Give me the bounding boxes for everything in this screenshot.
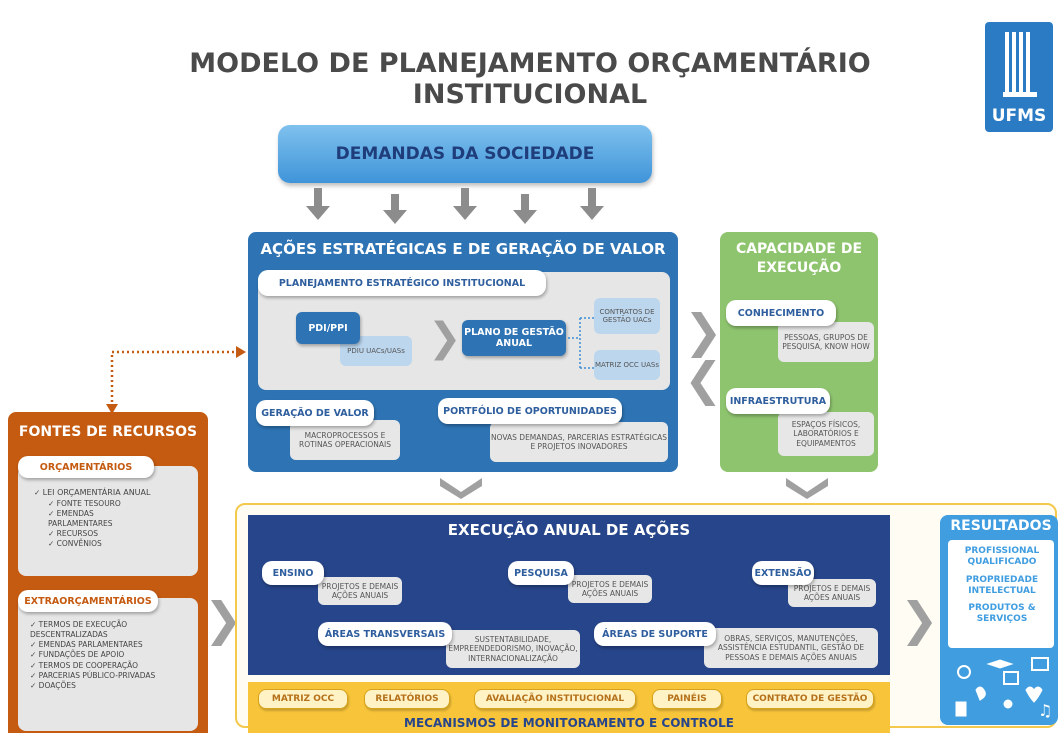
resultado-item: PRODUTOS & SERVIÇOS: [968, 603, 1036, 625]
espacos-box: ESPAÇOS FÍSICOS, LABORATÓRIOS E EQUIPAME…: [778, 412, 874, 456]
execucao-title: EXECUÇÃO ANUAL DE AÇÕES: [447, 521, 691, 539]
extensao-desc: PROJETOS E DEMAIS AÇÕES ANUAIS: [788, 579, 876, 607]
graduation-cap-icon: [986, 659, 1014, 669]
list-item: ✓ PARCERIAS PÚBLICO-PRIVADAS: [30, 670, 156, 680]
logo-text: UFMS: [991, 106, 1047, 126]
list-item: ✓ EMENDAS PARLAMENTARES: [48, 508, 113, 529]
extraorcamentarios-label: EXTRAORÇAMENTÁRIOS: [18, 590, 158, 612]
list-item-text: TERMOS DE COOPERAÇÃO: [38, 660, 138, 670]
runner-icon: [1003, 699, 1013, 709]
loa-text: LEI ORÇAMENTÁRIA ANUAL: [42, 488, 151, 497]
chevron-right-icon: ❯: [900, 592, 939, 646]
resultado-item: PROPRIEDADE INTELECTUAL: [965, 574, 1039, 596]
suporte-desc: OBRAS, SERVIÇOS, MANUTENÇÕES, ASSISTÊNCI…: [704, 628, 878, 668]
resultados-title: RESULTADOS: [950, 518, 1052, 534]
pesquisa-desc: PROJETOS E DEMAIS AÇÕES ANUAIS: [568, 575, 652, 603]
music-note-icon: ♫: [1038, 701, 1052, 720]
page-title: MODELO DE PLANEJAMENTO ORÇAMENTÁRIO INST…: [189, 48, 871, 110]
fontes-title: FONTES DE RECURSOS: [18, 424, 198, 440]
conhecimento-label: CONHECIMENTO: [726, 300, 836, 326]
capacidade-title-line2: EXECUÇÃO: [756, 259, 842, 276]
mecanismo-paineis: PAINÉIS: [652, 689, 722, 709]
ensino-desc: PROJETOS E DEMAIS AÇÕES ANUAIS: [318, 577, 402, 605]
list-item-text: CONVÊNIOS: [56, 539, 102, 549]
pesquisa-label: PESQUISA: [508, 561, 574, 585]
extraorcamentarios-panel: ✓ TERMOS DE EXECUÇÃO DESCENTRALIZADAS ✓ …: [18, 598, 198, 731]
chevron-left-icon: ❮: [684, 352, 723, 406]
list-item-text: FUNDAÇÕES DE APOIO: [38, 650, 125, 660]
list-item-text: TERMOS DE EXECUÇÃO DESCENTRALIZADAS: [30, 620, 128, 640]
resultados-list-box: [948, 540, 1054, 648]
list-item: ✓ FUNDAÇÕES DE APOIO: [30, 650, 125, 660]
list-item-text: EMENDAS PARLAMENTARES: [38, 640, 143, 650]
extensao-label: EXTENSÃO: [752, 561, 814, 585]
down-arrows: [306, 188, 604, 224]
list-item: ✓ EMENDAS PARLAMENTARES: [30, 640, 143, 650]
capacidade-title: CAPACIDADE DE EXECUÇÃO: [720, 240, 878, 278]
infraestrutura-label: INFRAESTRUTURA: [726, 388, 830, 414]
list-item-text: EMENDAS PARLAMENTARES: [48, 508, 113, 529]
planejamento-label: PLANEJAMENTO ESTRATÉGICO INSTITUCIONAL: [258, 270, 546, 296]
list-item-text: DOAÇÕES: [38, 680, 76, 690]
loa-item: ✓ LEI ORÇAMENTÁRIA ANUAL: [34, 488, 151, 497]
chevron-down-icon: [786, 478, 828, 499]
acoes-title: AÇÕES ESTRATÉGICAS E DE GERAÇÃO DE VALOR: [260, 240, 666, 258]
dotted-bracket: [568, 317, 596, 369]
transversais-desc: SUSTENTABILIDADE, EMPREENDEDORISMO, INOV…: [446, 630, 580, 668]
list-item: ✓ CONVÊNIOS: [48, 539, 102, 549]
dotted-connector: [106, 346, 246, 414]
mecanismos-title: MECANISMOS DE MONITORAMENTO E CONTROLE: [404, 716, 734, 730]
resultados-icons: ♫: [955, 657, 1052, 720]
mecanismo-avaliacao: AVALIAÇÃO INSTITUCIONAL: [474, 689, 636, 709]
atom-icon: [957, 665, 971, 679]
transversais-label: ÁREAS TRANSVERSAIS: [318, 622, 452, 646]
chevron-down-icon: [440, 478, 482, 499]
easel-icon: [1003, 671, 1019, 685]
contratos-box: CONTRATOS DE GESTÃO UACs: [594, 298, 660, 334]
ensino-label: ENSINO: [262, 561, 324, 585]
list-item: ✓ FONTE TESOURO: [48, 498, 121, 508]
orcamentarios-list: ✓ LEI ORÇAMENTÁRIA ANUAL ✓ FONTE TESOURO…: [34, 488, 154, 549]
geracao-valor-label: GERAÇÃO DE VALOR: [256, 400, 374, 426]
pessoas-box: PESSOAS, GRUPOS DE PESQUISA, KNOW HOW: [778, 322, 874, 362]
building-icon: [1003, 32, 1037, 97]
chevron-right-icon: ❯: [684, 304, 723, 358]
list-item-text: PARCERIAS PÚBLICO-PRIVADAS: [38, 670, 156, 680]
portfolio-label: PORTFÓLIO DE OPORTUNIDADES: [438, 398, 622, 424]
novas-demandas-box: NOVAS DEMANDAS, PARCERIAS ESTRATÉGICAS E…: [490, 422, 668, 462]
mecanismo-contrato: CONTRATO DE GESTÃO: [746, 689, 874, 709]
orcamentarios-label: ORÇAMENTÁRIOS: [18, 456, 154, 478]
matriz-occ-uas-box: MATRIZ OCC UASs: [594, 350, 660, 380]
resultado-item: PROFISSIONAL QUALIFICADO: [964, 546, 1040, 568]
battery-icon: [955, 701, 967, 717]
list-item: ✓ TERMOS DE EXECUÇÃO DESCENTRALIZADAS: [30, 620, 128, 640]
pdi-box: PDI/PPI: [296, 312, 360, 344]
capacidade-title-line1: CAPACIDADE DE: [735, 241, 863, 257]
demandas-box: DEMANDAS DA SOCIEDADE: [278, 125, 652, 183]
extra-list: ✓ TERMOS DE EXECUÇÃO DESCENTRALIZADAS ✓ …: [30, 620, 196, 691]
list-item: ✓ RECURSOS: [48, 529, 98, 539]
mecanismo-relatorios: RELATÓRIOS: [364, 689, 450, 709]
list-item-text: FONTE TESOURO: [56, 498, 121, 508]
suporte-label: ÁREAS DE SUPORTE: [594, 622, 716, 646]
mecanismo-matriz-occ: MATRIZ OCC: [258, 689, 348, 709]
list-item: ✓ DOAÇÕES: [30, 680, 76, 690]
heart-icon: [1025, 686, 1043, 703]
list-item-text: RECURSOS: [56, 529, 98, 539]
chart-icon: [1031, 657, 1049, 671]
macroprocessos-box: MACROPROCESSOS E ROTINAS OPERACIONAIS: [290, 420, 400, 460]
orcamentarios-panel: ✓ LEI ORÇAMENTÁRIA ANUAL ✓ FONTE TESOURO…: [18, 466, 198, 576]
list-item: ✓ TERMOS DE COOPERAÇÃO: [30, 660, 138, 670]
chevron-right-icon: ❯: [428, 315, 462, 361]
resultados-list: PROFISSIONAL QUALIFICADO PROPRIEDADE INT…: [950, 546, 1054, 626]
mask-icon: [975, 686, 986, 701]
ufms-logo: UFMS: [985, 22, 1053, 132]
plano-gestao-box: PLANO DE GESTÃO ANUAL: [462, 320, 566, 356]
